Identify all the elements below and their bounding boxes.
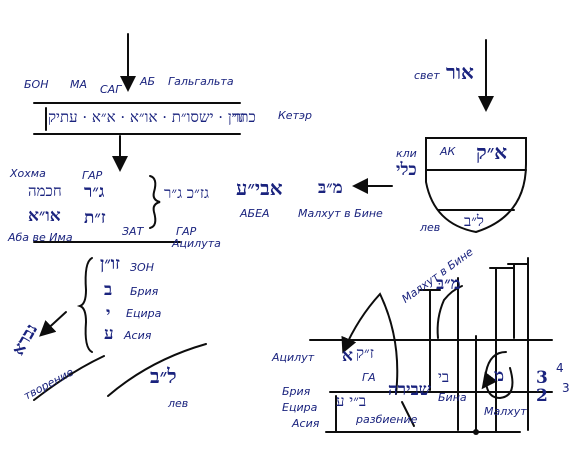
mb-right-hebrew: מ״בּ — [436, 274, 461, 294]
k-hebrew: א — [342, 346, 353, 366]
atzilut-label: Ацилута — [172, 237, 221, 250]
zat-label: ЗАТ — [122, 225, 144, 238]
kli-hebrew: כלי — [396, 160, 417, 180]
lev-hebrew: ל״ב — [150, 364, 177, 388]
malchut-bina-label: Малхут в Бине — [298, 207, 383, 220]
yetzira-hebrew: י — [106, 304, 111, 324]
partzufim-hebrew: זו״ן · ישסו״ת · או״א · א״א · עתיק — [48, 108, 246, 126]
vessel-lev-label: лев — [420, 221, 441, 234]
keter-hebrew: כתר — [232, 108, 256, 126]
ga-curve-arrow — [341, 292, 399, 395]
bria-right-label: Брия — [282, 385, 311, 398]
or-hebrew: אור — [446, 60, 474, 84]
yetzira-right-label: Ецира — [282, 401, 318, 414]
fraction-numerator: 3 — [536, 368, 548, 388]
keter-label: Кетэр — [278, 109, 313, 122]
ga-label: ГА — [362, 371, 376, 384]
zon-brace — [76, 257, 93, 353]
malchut-label: Малхут — [484, 405, 527, 418]
vessel — [425, 137, 527, 234]
asia-hebrew: ע — [104, 324, 114, 344]
bria-label: Брия — [130, 285, 159, 298]
zat-hebrew: ז״ת — [84, 208, 106, 228]
svet-label: свет — [414, 69, 440, 82]
hochma-label: Хохма — [10, 167, 46, 180]
partzuf-sag: САГ — [100, 83, 122, 96]
zon-label: ЗОН — [130, 261, 154, 274]
ak-hebrew: א״ק — [476, 140, 508, 164]
creation-line — [33, 355, 105, 401]
atzilut-right-label: Ацилут — [272, 351, 315, 364]
shvira-hebrew: שבירה — [388, 380, 431, 400]
asia-label: Асия — [124, 329, 152, 342]
zon-hebrew: זו״ן — [100, 254, 120, 274]
razbienie-label: разбиение — [356, 413, 418, 426]
gar-hebrew: ג״ר — [84, 182, 105, 202]
gar-brace — [149, 175, 161, 229]
aba-label: Аба ве Има — [8, 231, 73, 244]
lev-label: лев — [168, 397, 189, 410]
aba-hebrew: או״א — [28, 206, 61, 226]
fraction-denominator: 2 — [536, 386, 548, 406]
yetzira-label: Ецира — [126, 307, 162, 320]
bya-hebrew: ב״י ע — [336, 392, 367, 410]
bina-label: Бина — [438, 391, 467, 404]
malchut-circle — [484, 351, 514, 400]
mb-hebrew: מ״בּ — [318, 178, 343, 198]
bria-hebrew: ב — [104, 280, 113, 300]
ak-label: АК — [440, 145, 456, 158]
brace-hebrew: גז״כ ג״ר — [164, 184, 209, 202]
bina-hebrew: בי — [438, 368, 450, 386]
malchut-arrow — [481, 371, 498, 390]
zk-hebrew: ז״ק — [356, 344, 374, 362]
partzuf-bon: БОН — [24, 78, 49, 91]
asia-right-label: Асия — [292, 417, 320, 430]
partzuf-galgalta: Гальгальта — [168, 75, 234, 88]
gar-right-label: ГАР — [176, 225, 197, 238]
partzuf-ab: АБ — [140, 75, 156, 88]
abea-label: АБЕА — [240, 207, 270, 220]
hochma-hebrew: חכמה — [28, 182, 62, 200]
partzuf-ma: МА — [70, 78, 88, 91]
creation-arrow — [39, 311, 67, 337]
bina-curve-arrow — [436, 285, 463, 339]
m-hebrew: מ — [494, 366, 505, 386]
number-3: 3 — [562, 381, 570, 395]
number-4: 4 — [556, 361, 564, 375]
bottom-dot — [473, 429, 479, 435]
lev-line — [107, 343, 207, 397]
kli-label: кли — [396, 147, 417, 160]
vessel-lev-hebrew: ל״ב — [464, 212, 484, 230]
gar-top-label: ГАР — [82, 169, 103, 182]
abea-hebrew: אבי״ע — [236, 176, 283, 200]
